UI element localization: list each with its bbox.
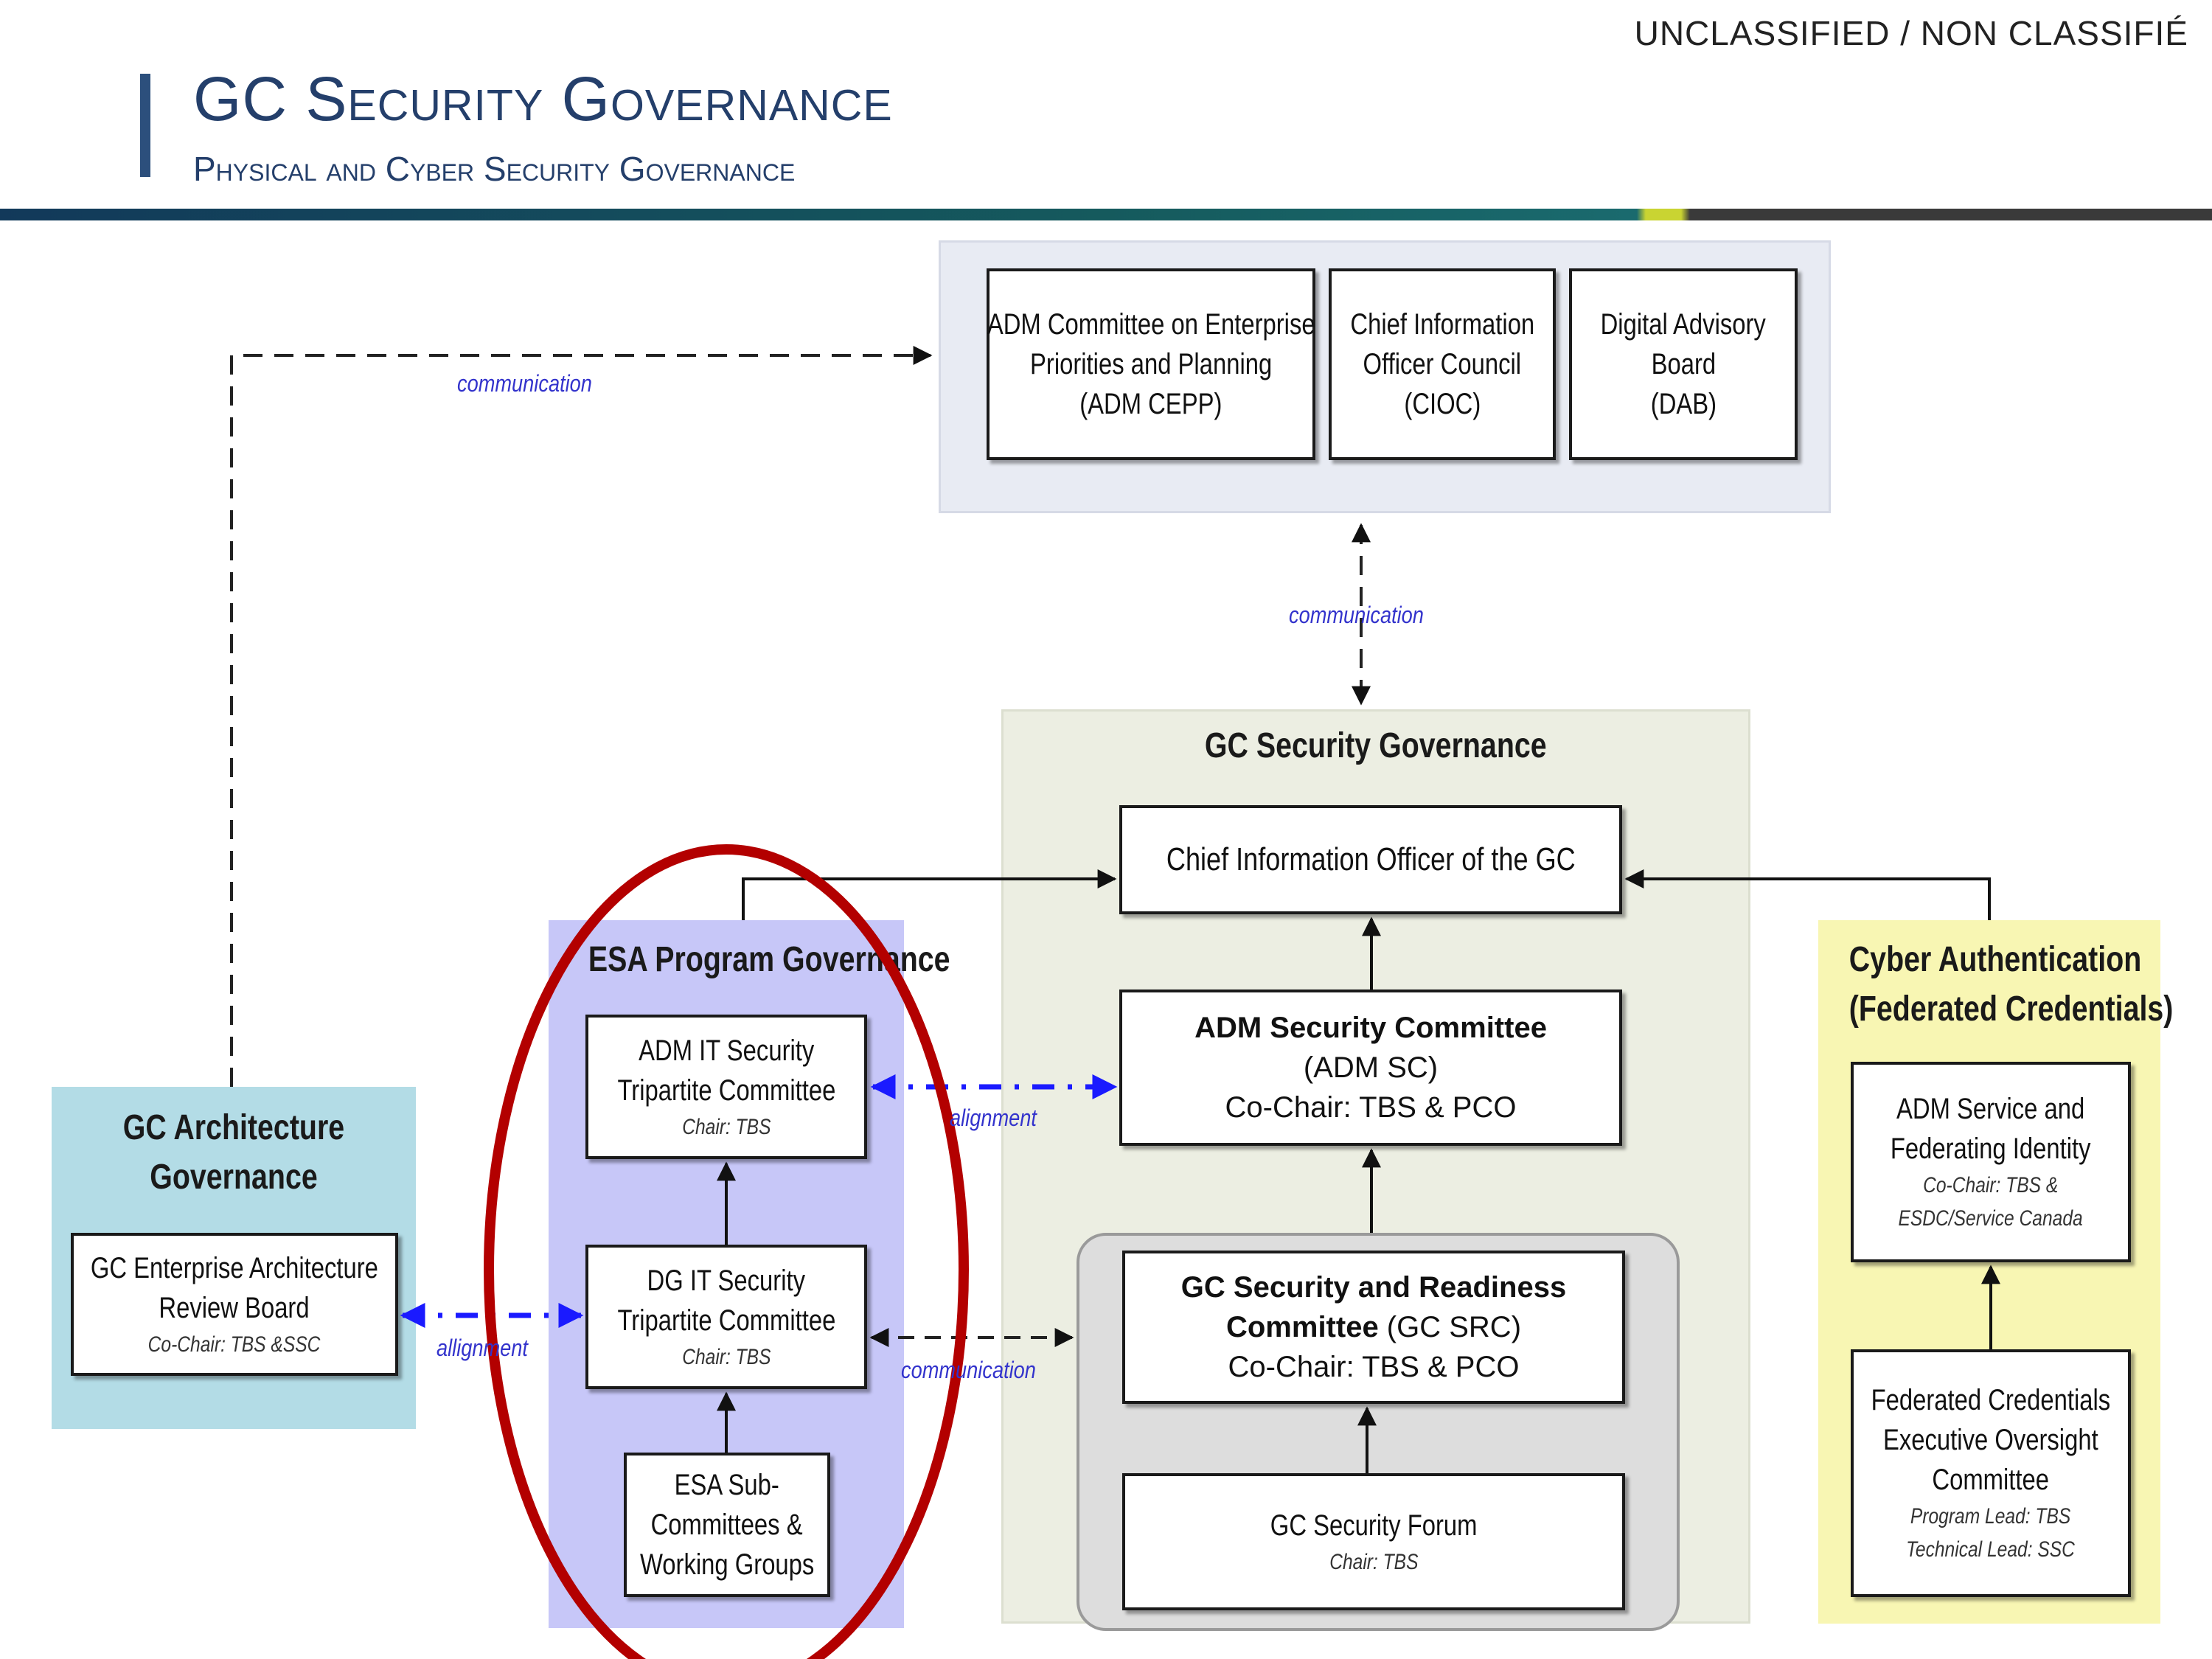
box-chair: Co-Chair: TBS & xyxy=(1923,1173,2059,1197)
box-chair: Chair: TBS xyxy=(1329,1549,1419,1574)
box-line: Tripartite Committee xyxy=(617,1074,835,1107)
header-divider xyxy=(0,209,2212,220)
box-line: GC Enterprise Architecture xyxy=(90,1251,379,1284)
gc-security-forum-box: GC Security Forum Chair: TBS xyxy=(1122,1473,1625,1610)
box-line: Priorities and Planning xyxy=(1029,348,1273,380)
adm-it-security-tripartite-box: ADM IT Security Tripartite Committee Cha… xyxy=(585,1015,867,1159)
box-line: Federating Identity xyxy=(1891,1133,2091,1165)
adm-cepp-box: ADM Committee on Enterprise Priorities a… xyxy=(987,268,1315,460)
communication-label: communication xyxy=(457,370,592,397)
box-line: ESA Sub- xyxy=(674,1469,780,1501)
dg-it-security-tripartite-box: DG IT Security Tripartite Committee Chai… xyxy=(585,1245,867,1389)
box-line: ADM Security Committee xyxy=(1194,1012,1547,1044)
box-line: Executive Oversight xyxy=(1883,1424,2098,1456)
gc-ea-review-board-box: GC Enterprise Architecture Review Board … xyxy=(71,1233,398,1376)
adm-service-federating-identity-box: ADM Service and Federating Identity Co-C… xyxy=(1851,1062,2131,1262)
alignment-label: alignment xyxy=(950,1105,1037,1131)
box-line: Working Groups xyxy=(639,1548,815,1581)
title-accent-bar xyxy=(140,74,150,177)
box-chair: ESDC/Service Canada xyxy=(1898,1206,2084,1231)
box-line: ADM Committee on Enterprise xyxy=(987,308,1315,341)
box-line: (ADM CEPP) xyxy=(1079,388,1222,420)
box-line: DG IT Security xyxy=(647,1264,806,1297)
box-line: GC Security Forum xyxy=(1270,1509,1478,1542)
box-line: Federated Credentials xyxy=(1871,1384,2111,1416)
classification-label: UNCLASSIFIED / NON CLASSIFIÉ xyxy=(1634,14,2188,52)
gc-security-governance-heading: GC Security Governance xyxy=(1205,726,1547,765)
cyber-authentication-heading: Cyber Authentication (Federated Credenti… xyxy=(1848,940,2174,1029)
communication-connector xyxy=(230,346,933,1087)
cio-of-gc-box: Chief Information Officer of the GC xyxy=(1119,805,1622,914)
box-line: ADM Service and xyxy=(1896,1093,2085,1125)
cioc-box: Chief Information Officer Council (CIOC) xyxy=(1329,268,1556,460)
box-chair: Chair: TBS xyxy=(681,1114,771,1139)
box-line: ADM IT Security xyxy=(638,1034,815,1067)
esa-subcommittees-box: ESA Sub- Committees & Working Groups xyxy=(624,1453,830,1597)
box-line: Committee (GC SRC) xyxy=(1225,1311,1522,1343)
box-line: (ADM SC) xyxy=(1303,1051,1439,1084)
box-line: Officer Council xyxy=(1363,348,1522,380)
box-line: Tripartite Committee xyxy=(617,1304,835,1337)
box-chair: Co-Chair: TBS &SSC xyxy=(148,1332,321,1357)
box-line: GC Security and Readiness xyxy=(1180,1271,1567,1304)
box-line: Digital Advisory xyxy=(1600,308,1767,341)
box-line: (CIOC) xyxy=(1404,388,1481,420)
federated-credentials-oversight-box: Federated Credentials Executive Oversigh… xyxy=(1851,1349,2131,1597)
box-line: Co-Chair: TBS & PCO xyxy=(1228,1351,1520,1383)
box-line: Chief Information xyxy=(1350,308,1534,341)
reporting-connector xyxy=(1624,869,1991,920)
box-chair: Chair: TBS xyxy=(681,1344,771,1369)
page-title: GC Security Governance xyxy=(193,64,893,133)
page-subtitle: Physical and Cyber Security Governance xyxy=(193,150,796,188)
box-line: Review Board xyxy=(159,1291,310,1324)
alignment-label: allignment xyxy=(437,1335,528,1361)
communication-label: communication xyxy=(1289,602,1424,628)
dab-box: Digital Advisory Board (DAB) xyxy=(1569,268,1798,460)
box-line: Board xyxy=(1651,348,1716,380)
adm-security-committee-box: ADM Security Committee (ADM SC) Co-Chair… xyxy=(1119,990,1622,1146)
communication-label: communication xyxy=(901,1357,1036,1383)
gc-architecture-governance-heading: GC Architecture Governance xyxy=(122,1108,345,1197)
box-line: Chief Information Officer of the GC xyxy=(1166,841,1576,878)
box-line: Committee xyxy=(1932,1464,2050,1496)
box-chair: Technical Lead: SSC xyxy=(1906,1537,2076,1562)
gc-src-box: GC Security and Readiness Committee (GC … xyxy=(1122,1251,1625,1404)
box-chair: Program Lead: TBS xyxy=(1910,1504,2071,1528)
reporting-connector xyxy=(742,869,1117,920)
box-line: (DAB) xyxy=(1650,388,1717,420)
box-line: Committees & xyxy=(651,1509,803,1541)
highlight-ellipse xyxy=(484,844,969,1659)
box-line: Co-Chair: TBS & PCO xyxy=(1225,1091,1517,1124)
